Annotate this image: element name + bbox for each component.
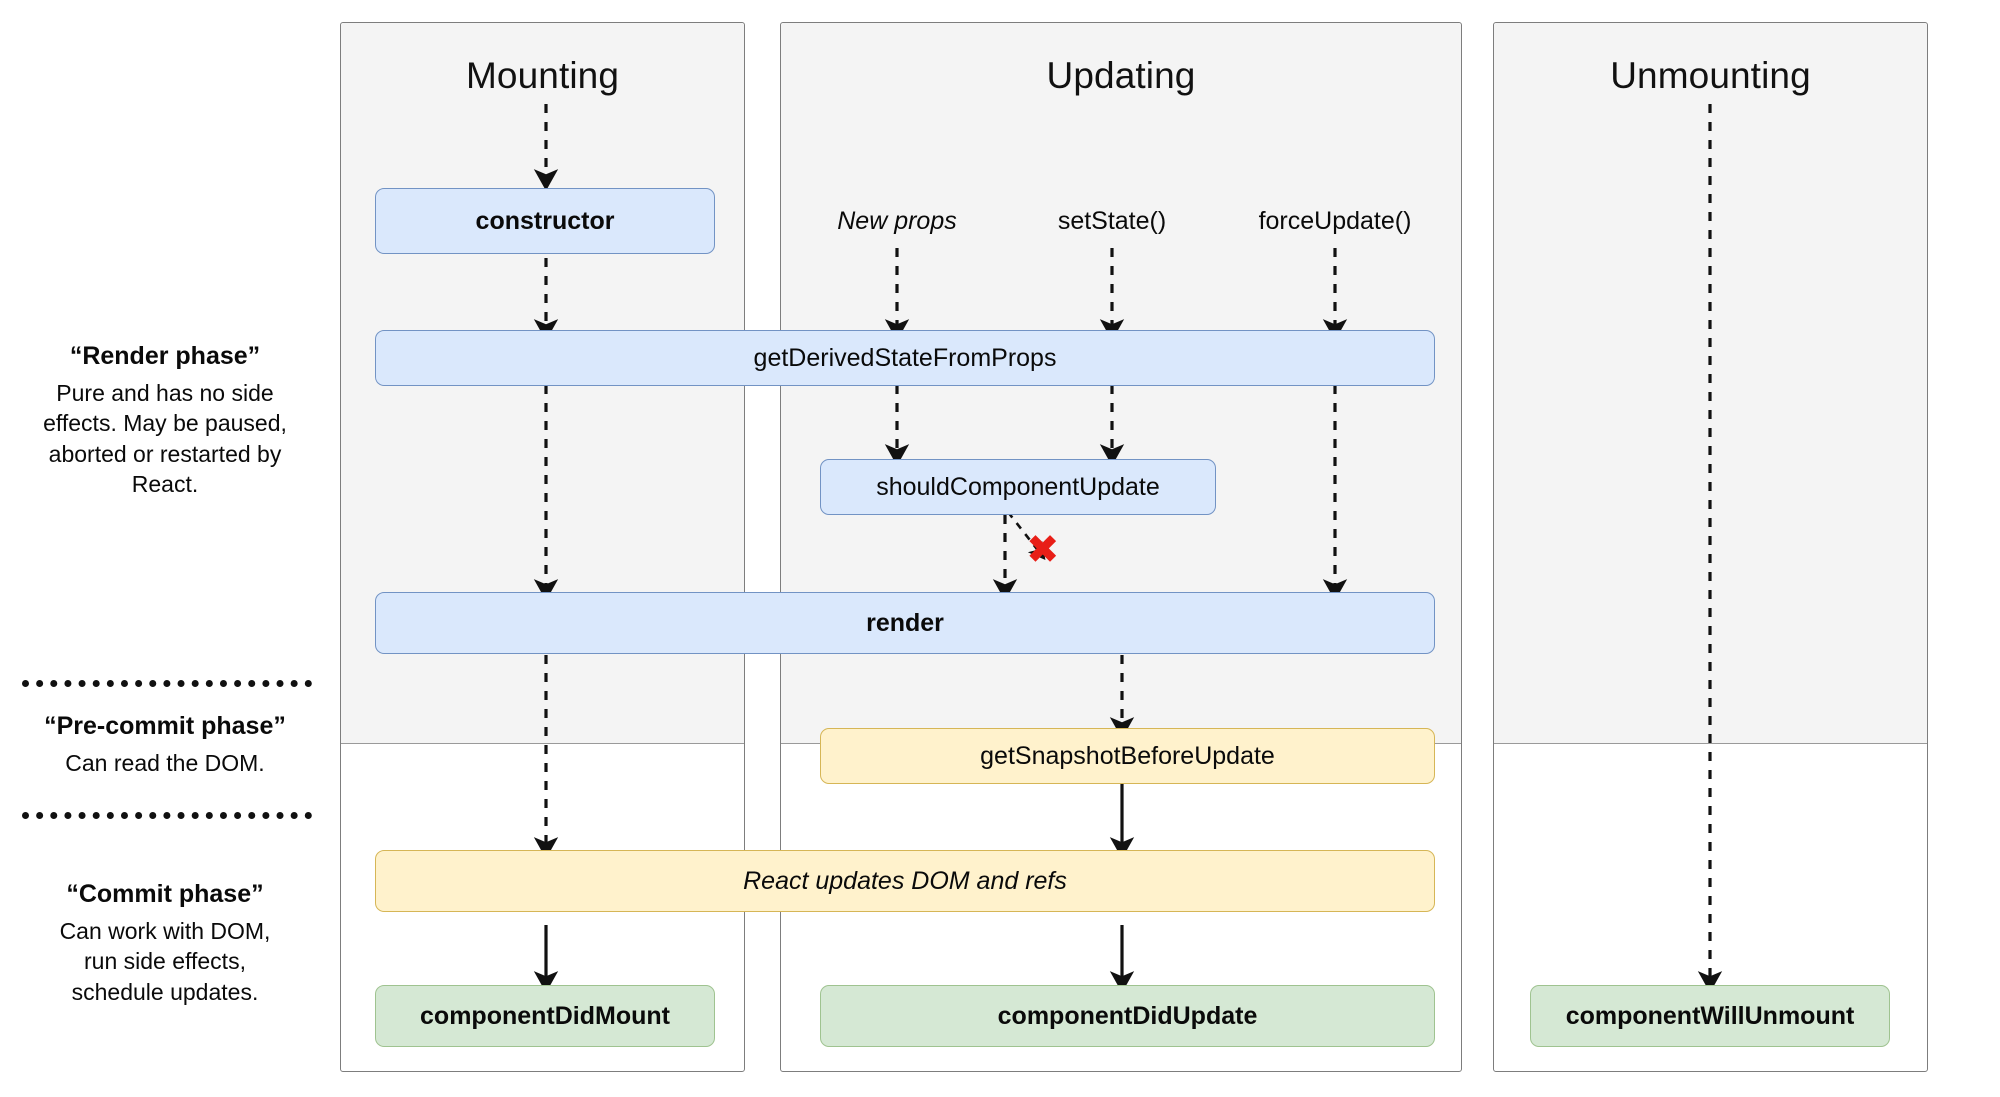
column-title-updating: Updating xyxy=(1046,55,1196,96)
legend-separator-bottom xyxy=(22,812,312,819)
node-component-will-unmount[interactable]: componentWillUnmount xyxy=(1530,985,1890,1047)
node-render[interactable]: render xyxy=(375,592,1435,654)
column-updating xyxy=(780,22,1462,1072)
trigger-force-update: forceUpdate() xyxy=(1258,207,1412,235)
node-get-derived-state-from-props[interactable]: getDerivedStateFromProps xyxy=(375,330,1435,386)
node-constructor[interactable]: constructor xyxy=(375,188,715,254)
trigger-new-props: New props xyxy=(837,207,957,235)
legend-commit-phase: “Commit phase” Can work with DOM, run si… xyxy=(0,880,330,1007)
node-get-snapshot-before-update[interactable]: getSnapshotBeforeUpdate xyxy=(820,728,1435,784)
legend-commit-phase-title: “Commit phase” xyxy=(66,880,264,908)
column-title-mounting: Mounting xyxy=(465,55,619,96)
legend-separator-top xyxy=(22,680,312,687)
column-unmounting xyxy=(1493,22,1928,1072)
skip-render-x-icon: ✖ xyxy=(1026,527,1060,573)
node-should-component-update[interactable]: shouldComponentUpdate xyxy=(820,459,1216,515)
unmounting-render-phase-shade xyxy=(1494,23,1927,744)
node-component-did-update[interactable]: componentDidUpdate xyxy=(820,985,1435,1047)
legend-render-phase: “Render phase” Pure and has no side effe… xyxy=(0,342,330,499)
legend-pre-commit-phase: “Pre-commit phase” Can read the DOM. xyxy=(0,712,330,778)
legend-pre-commit-phase-body: Can read the DOM. xyxy=(65,750,265,776)
legend-render-phase-title: “Render phase” xyxy=(69,342,261,370)
node-react-updates-dom-and-refs[interactable]: React updates DOM and refs xyxy=(375,850,1435,912)
legend-render-phase-body: Pure and has no side effects. May be pau… xyxy=(43,380,287,498)
legend-commit-phase-body: Can work with DOM, run side effects, sch… xyxy=(59,918,271,1005)
trigger-set-state: setState() xyxy=(1057,207,1167,235)
legend-pre-commit-phase-title: “Pre-commit phase” xyxy=(44,712,286,740)
column-title-unmounting: Unmounting xyxy=(1610,55,1811,96)
column-mounting xyxy=(340,22,745,1072)
node-component-did-mount[interactable]: componentDidMount xyxy=(375,985,715,1047)
